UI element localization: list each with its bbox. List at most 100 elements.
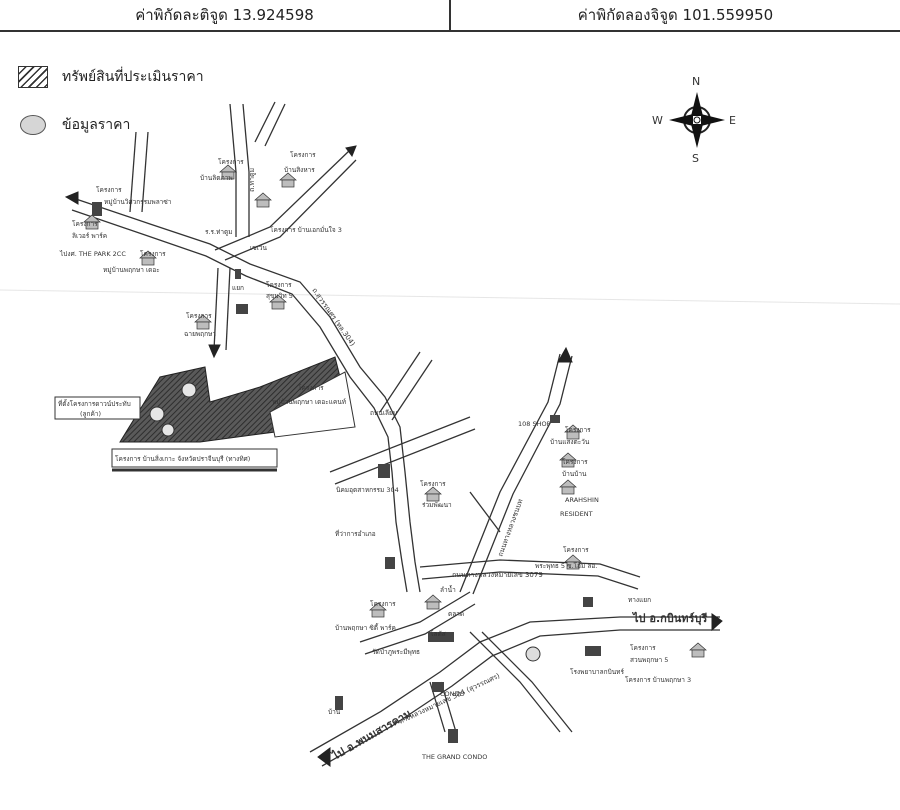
legend-appraised-property-label: ทรัพย์สินที่ประเมินราคา: [62, 69, 204, 85]
compass-n: N: [692, 75, 700, 88]
house-icon: [254, 192, 272, 208]
legend-price-data: ข้อมูลราคา: [18, 114, 204, 136]
svg-text:ตลาด: ตลาด: [448, 610, 464, 618]
house-icon: [424, 486, 442, 502]
house-icon: [689, 642, 707, 658]
compass-icon: N S E W: [652, 75, 736, 165]
svg-text:โครงการ บ้านเอกมั่นใจ 3: โครงการ บ้านเอกมั่นใจ 3: [270, 225, 342, 234]
house-icon: [559, 452, 577, 468]
svg-text:บ้านแสงตะวัน: บ้านแสงตะวัน: [550, 438, 590, 446]
svg-text:โครงการ: โครงการ: [140, 250, 166, 258]
svg-text:บ้านลิตภาพ: บ้านลิตภาพ: [200, 174, 233, 182]
svg-text:โครงการ: โครงการ: [630, 644, 656, 652]
svg-text:สุขุมวิท 5: สุขุมวิท 5: [266, 292, 293, 300]
svg-text:บ้านพฤกษา ซิตี้ พาร์ค: บ้านพฤกษา ซิตี้ พาร์ค: [335, 623, 396, 632]
svg-text:แยก: แยก: [232, 284, 244, 292]
svg-text:วัดป่าภูพระมีพุทธ: วัดป่าภูพระมีพุทธ: [372, 648, 420, 656]
building-icon: [385, 557, 395, 569]
svg-text:หมู่บ้านวิศวกรรมพลาซ่า: หมู่บ้านวิศวกรรมพลาซ่า: [104, 198, 172, 206]
compass-e: E: [729, 114, 736, 127]
legend-price-data-label: ข้อมูลราคา: [62, 117, 131, 133]
svg-text:นิคมอุตสาหกรรม 304: นิคมอุตสาหกรรม 304: [336, 486, 399, 494]
svg-text:ทางหลวงหมายเลข 304 (สุวรรณศร): ทางหลวงหมายเลข 304 (สุวรรณศร): [397, 672, 501, 726]
svg-text:THE GRAND CONDO: THE GRAND CONDO: [421, 753, 487, 761]
arrow-right-icon: [711, 613, 723, 632]
svg-text:ลิเวอร์ พาร์ค: ลิเวอร์ พาร์ค: [72, 232, 107, 240]
building-icon: [335, 696, 343, 710]
svg-text:ไปงศ. THE PARK 2CC: ไปงศ. THE PARK 2CC: [59, 250, 126, 258]
hatched-swatch-icon: [18, 66, 48, 88]
tesco-store-icon: [428, 632, 454, 642]
map-legend: ทรัพย์สินที่ประเมินราคา ข้อมูลราคา: [18, 66, 204, 162]
svg-text:ฉายพฤกษา: ฉายพฤกษา: [184, 330, 216, 338]
landmark-markers: [92, 202, 601, 743]
latitude-cell: ค่าพิกัดละติจูด 13.924598: [0, 0, 451, 30]
building-icon: [92, 202, 102, 216]
svg-text:ถ.ท่าตูม: ถ.ท่าตูม: [248, 168, 256, 192]
svg-text:ลำน้ำ: ลำน้ำ: [440, 585, 456, 594]
svg-text:โครงการ: โครงการ: [218, 158, 244, 166]
price-data-markers: [83, 164, 707, 658]
house-icon: [269, 294, 287, 310]
building-icon: [583, 597, 593, 607]
svg-text:โครงการ: โครงการ: [290, 151, 316, 159]
location-map: N S E W: [0, 75, 900, 767]
appraised-property-area: [119, 356, 356, 443]
arrow-upright-icon: [345, 145, 357, 158]
svg-text:CONDO: CONDO: [440, 690, 465, 698]
building-icon: [235, 269, 241, 279]
compass-s: S: [692, 152, 699, 165]
svg-text:โครงการ: โครงการ: [420, 480, 446, 488]
arrow-left-bottom-icon: [317, 747, 331, 767]
house-icon: [564, 424, 582, 440]
coordinates-header: ค่าพิกัดละติจูด 13.924598 ค่าพิกัดลองจิจ…: [0, 0, 900, 32]
svg-text:โครงการ บ้านพฤกษา 3: โครงการ บ้านพฤกษา 3: [625, 676, 691, 684]
house-icon: [219, 164, 237, 180]
svg-text:โครงการ: โครงการ: [370, 600, 396, 608]
valuation-point-box: ที่ตั้งโครงการดาวน์ประทับ (ลูกค้า): [54, 396, 141, 420]
svg-text:พระพุทธ 5 ซ.โฮม ลอ.: พระพุทธ 5 ซ.โฮม ลอ.: [535, 562, 597, 570]
svg-text:ถนนทางหลวงหมายเลข 3079: ถนนทางหลวงหมายเลข 3079: [452, 571, 543, 579]
house-icon: [424, 594, 442, 610]
arrow-down-icon: [208, 344, 221, 359]
svg-text:ร.ร.ท่าตูม: ร.ร.ท่าตูม: [205, 228, 233, 236]
svg-text:โครงการ: โครงการ: [72, 220, 98, 228]
house-icon: [559, 479, 577, 495]
house-icon: [83, 214, 101, 230]
condo-icon: [448, 729, 458, 743]
svg-text:ไป อ.กบินทร์บุรี: ไป อ.กบินทร์บุรี: [631, 611, 707, 626]
svg-text:ARAHSHIN: ARAHSHIN: [565, 496, 599, 504]
svg-text:เซเว่น: เซเว่น: [250, 244, 268, 252]
svg-text:บ้าน: บ้าน: [328, 708, 341, 716]
building-icon: [432, 682, 444, 692]
legend-appraised-property: ทรัพย์สินที่ประเมินราคา: [18, 66, 204, 88]
svg-text:(ลูกค้า): (ลูกค้า): [80, 410, 101, 418]
arrow-up-icon: [557, 346, 573, 363]
building-icon: [236, 304, 248, 314]
svg-text:โครงการ: โครงการ: [96, 186, 122, 194]
svg-text:โครงการ: โครงการ: [298, 384, 324, 392]
svg-text:ทางแยก: ทางแยก: [628, 596, 651, 604]
gray-circle-icon: [20, 115, 46, 135]
project-name-box: โครงการ บ้านสิ่งเกาะ จังหวัดปราจีนบุรี (…: [111, 448, 278, 472]
factory-icon: [378, 464, 390, 478]
svg-text:โครงการ: โครงการ: [565, 426, 591, 434]
house-icon: [194, 314, 212, 330]
svg-text:สวนพฤกษา 5: สวนพฤกษา 5: [630, 656, 668, 664]
svg-text:ที่ตั้งโครงการดาวน์ประทับ: ที่ตั้งโครงการดาวน์ประทับ: [58, 399, 131, 408]
house-icon: [369, 602, 387, 618]
arrow-left-icon: [64, 191, 79, 205]
house-icon: [564, 554, 582, 570]
svg-text:โครงการ บ้านสิ่งเกาะ จังหวัดปร: โครงการ บ้านสิ่งเกาะ จังหวัดปราจีนบุรี (…: [115, 454, 250, 463]
svg-text:โรงพยาบาลกบินทร์: โรงพยาบาลกบินทร์: [570, 668, 624, 676]
svg-text:ถนนเลียบ: ถนนเลียบ: [370, 409, 397, 417]
svg-text:ร่วมพัฒนา: ร่วมพัฒนา: [422, 501, 452, 509]
shell-station-icon: [525, 646, 541, 662]
svg-text:โลตัส: โลตัส: [430, 630, 446, 638]
svg-text:RESIDENT: RESIDENT: [560, 510, 593, 518]
svg-text:บ้านบ้าน: บ้านบ้าน: [562, 470, 587, 478]
svg-text:ที่ว่าการอำเภอ: ที่ว่าการอำเภอ: [335, 529, 376, 538]
direction-arrows: [64, 145, 723, 767]
longitude-cell: ค่าพิกัดลองจิจูด 101.559950: [577, 6, 774, 24]
svg-text:โครงการ: โครงการ: [562, 458, 588, 466]
